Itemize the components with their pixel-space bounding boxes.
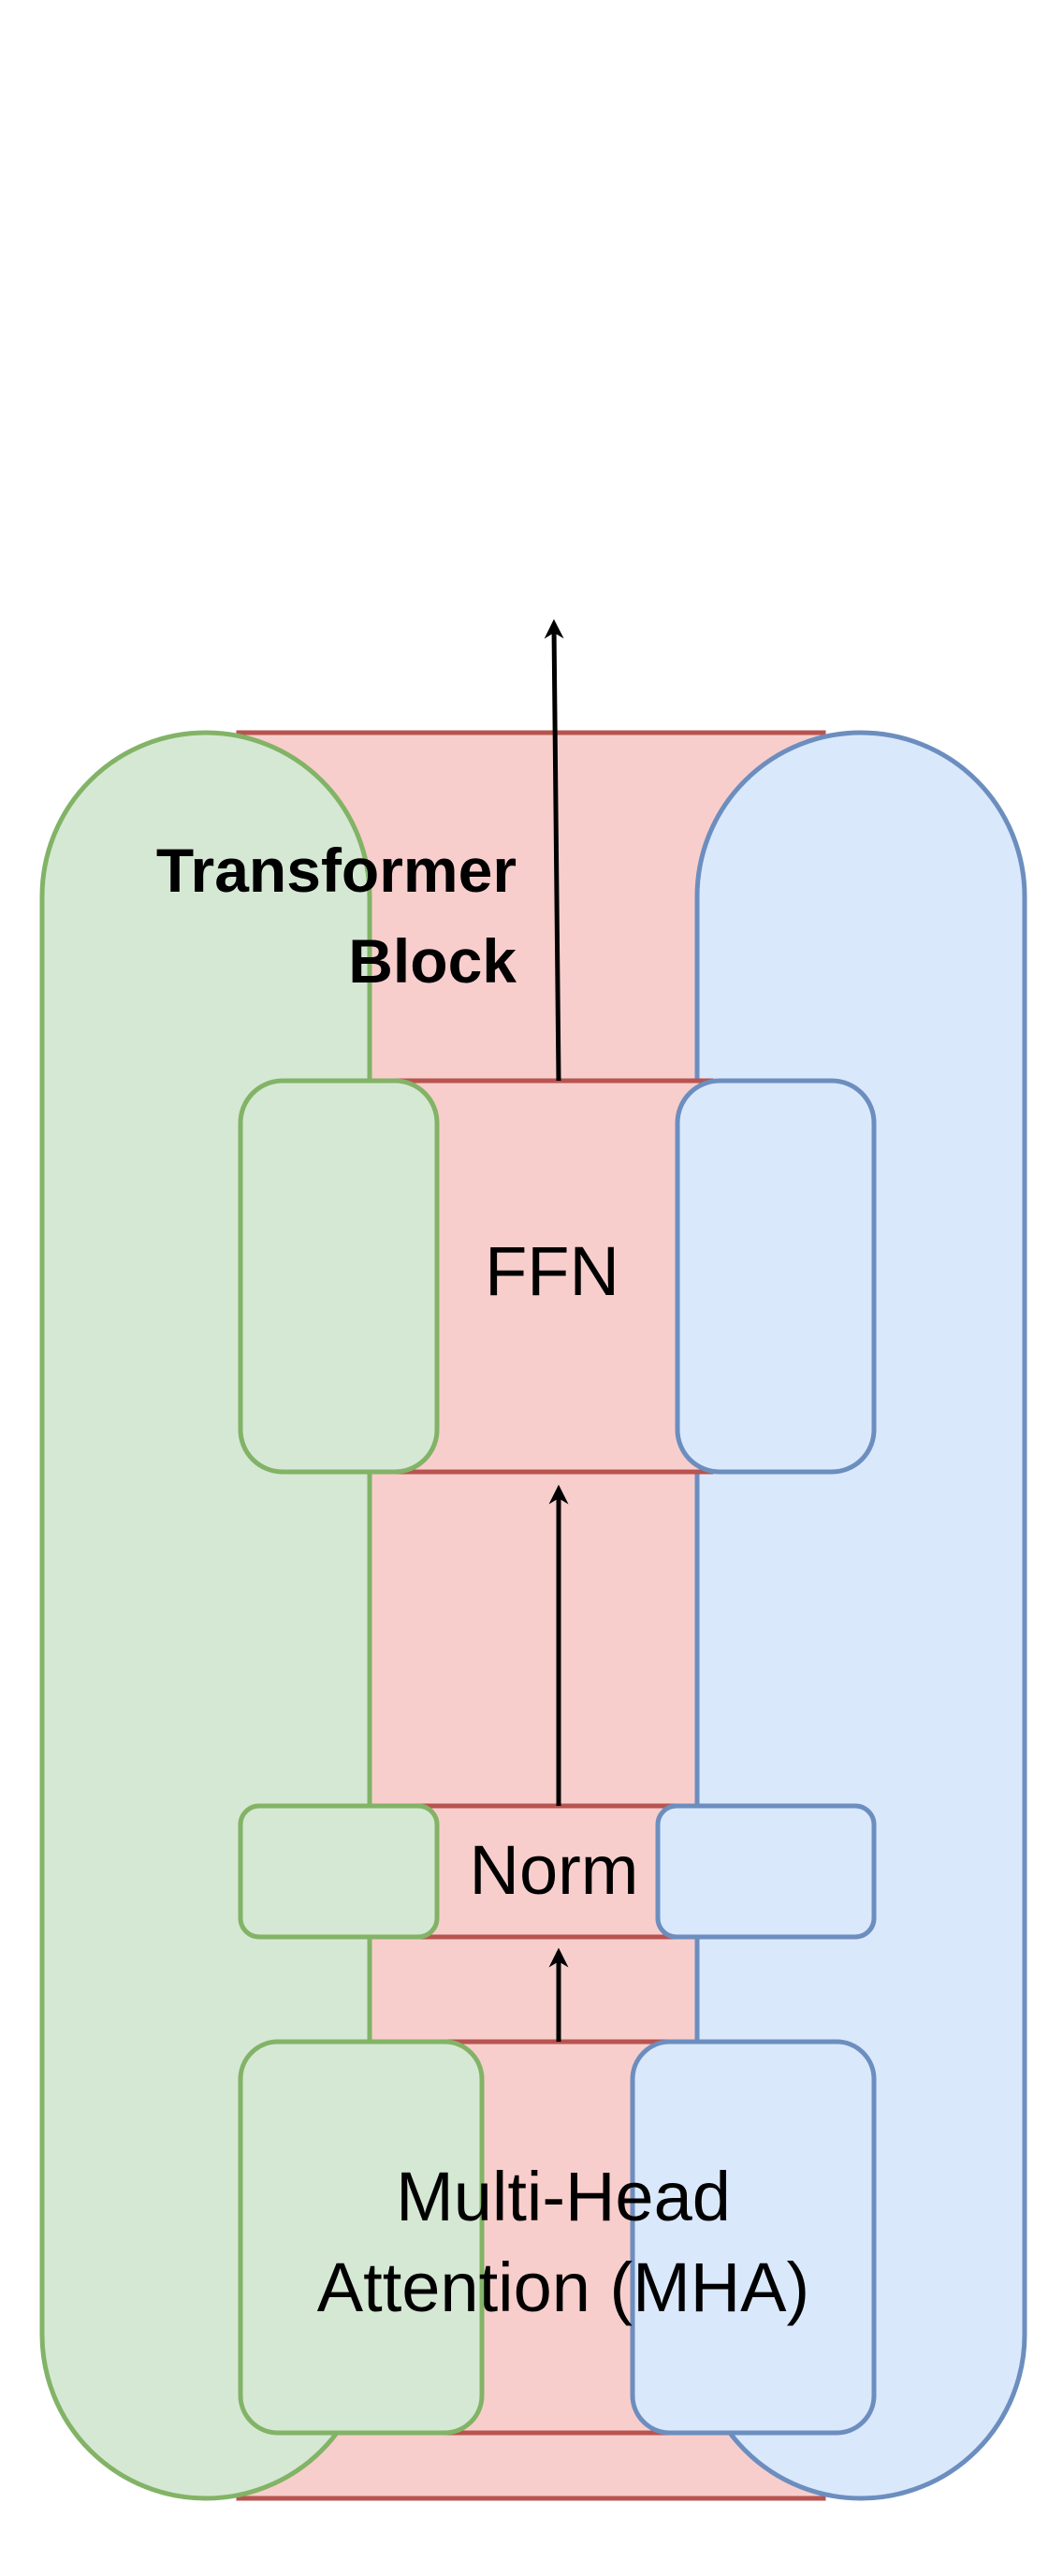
mha-green-side bbox=[238, 2039, 485, 2436]
ffn-blue-side bbox=[675, 1078, 877, 1475]
mha-label-line1: Multi-Head bbox=[396, 2158, 731, 2235]
ffn-green-side bbox=[238, 1078, 440, 1475]
norm-label: Norm bbox=[470, 1831, 639, 1909]
norm-green-side bbox=[238, 1803, 440, 1940]
ffn-label: FFN bbox=[485, 1232, 619, 1310]
arrow-output bbox=[544, 619, 564, 1082]
block-title-line1: Transformer bbox=[156, 836, 517, 905]
mha-blue-side bbox=[630, 2039, 877, 2436]
block-title-line2: Block bbox=[348, 926, 517, 996]
mha-label-line2: Attention (MHA) bbox=[317, 2249, 809, 2326]
norm-blue-side bbox=[655, 1803, 877, 1940]
